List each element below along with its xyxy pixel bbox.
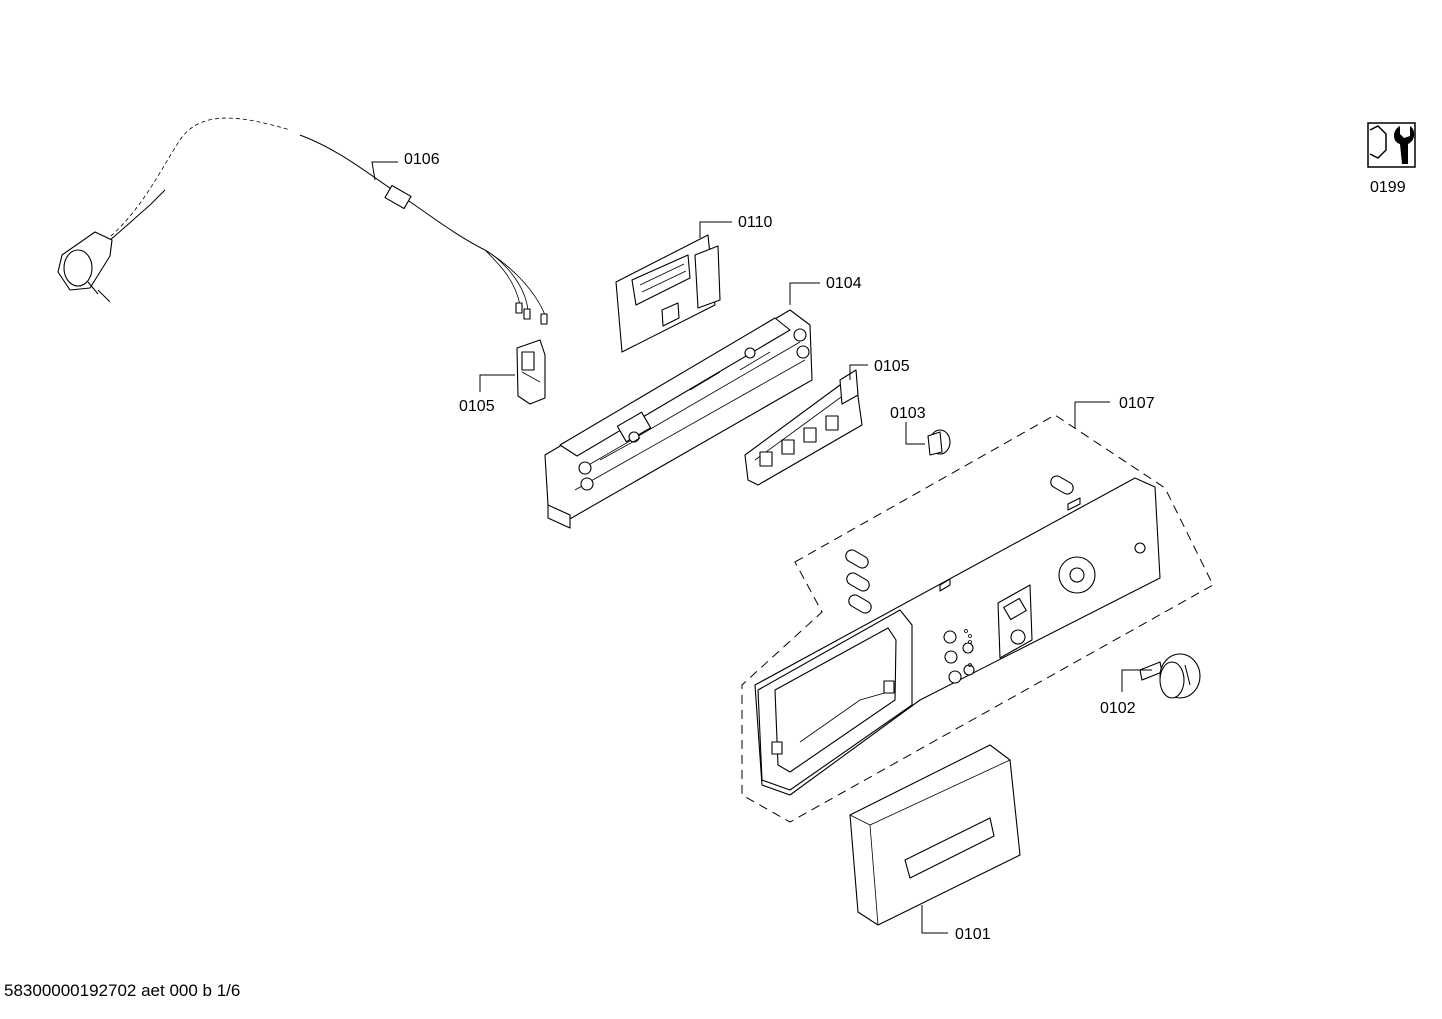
drawer-handle[interactable] [849,744,1021,926]
label-0110: 0110 [738,214,773,231]
clip-left[interactable] [516,339,546,405]
leader-0105-right [849,364,868,380]
label-0105-left: 0105 [459,398,495,415]
label-0102: 0102 [1100,700,1136,717]
control-panel[interactable] [754,474,1161,796]
selector-knob[interactable] [1139,653,1201,699]
power-cord[interactable] [57,117,548,325]
leader-0103 [905,422,925,445]
label-0104: 0104 [826,275,862,292]
label-0199: 0199 [1370,179,1406,196]
label-0106: 0106 [404,151,440,168]
leader-0101 [921,905,948,934]
button-bracket[interactable] [744,369,863,486]
label-0107: 0107 [1119,395,1155,412]
assembly-outline [741,414,1214,823]
leader-0107 [1074,401,1110,428]
label-0101: 0101 [955,926,991,943]
label-0105-right: 0105 [874,358,910,375]
light-pipes [845,475,1074,614]
leader-0104 [789,282,820,305]
document-footer: 58300000192702 aet 000 b 1/6 [4,981,241,1000]
leader-0110 [699,221,732,238]
wrench-icon[interactable] [1367,122,1416,168]
light-pipe[interactable] [927,429,951,456]
module-housing[interactable] [544,309,813,529]
leader-0105-left [479,374,515,392]
leader-0106 [371,161,398,181]
leader-0102 [1121,669,1152,692]
circuit-board[interactable] [615,234,721,353]
label-0103: 0103 [890,405,926,422]
